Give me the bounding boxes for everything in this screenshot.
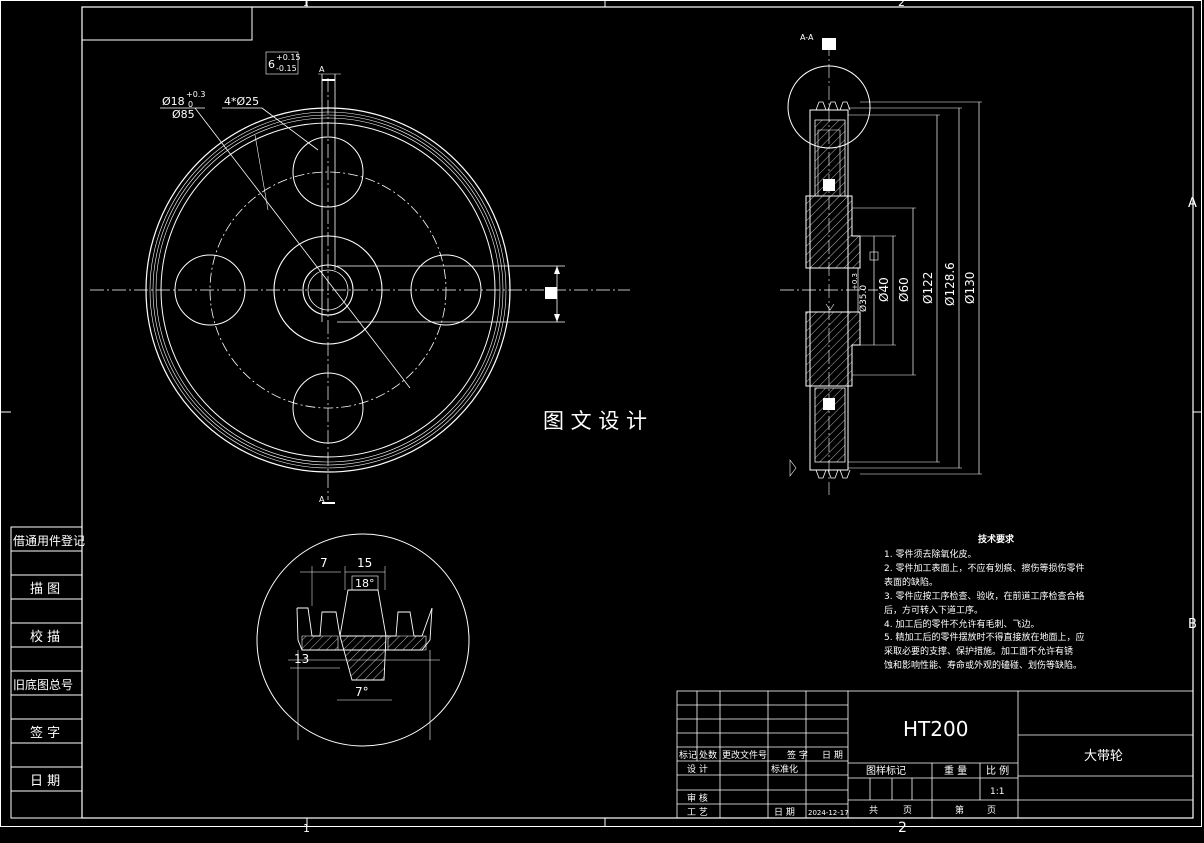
tech-req-line: 后，方可转入下道工序。 [884, 604, 983, 616]
strip-old-number: 旧底图总号 [13, 677, 73, 692]
front-view [90, 51, 630, 504]
strip-date: 日 期 [30, 774, 60, 789]
dim-d128: Ø128.6 [943, 262, 957, 306]
dim-holes: 4*Ø25 [224, 95, 259, 108]
part-name: 大带轮 [1084, 749, 1123, 764]
detail-d2: 15 [357, 556, 372, 570]
tech-req-line: 2. 零件加工表面上，不应有划痕、擦伤等损伤零件 [884, 562, 1084, 574]
dim-keyway-tol-upper: +0.15 [276, 53, 301, 62]
detail-d1: 7 [320, 556, 328, 570]
process-label: 工 艺 [687, 807, 708, 818]
title-block [676, 690, 1194, 819]
sheet-label: 第 [955, 804, 964, 816]
zone-bottom-2: 2 [898, 820, 907, 836]
stage-mark-label: 图样标记 [866, 764, 906, 777]
section-label-bottom: A [319, 495, 325, 504]
dim-hub-tol: +0.3 [851, 273, 859, 290]
dim-d130: Ø130 [963, 272, 977, 304]
zone-right-a: A [1188, 196, 1197, 211]
detail-d3: 13 [294, 652, 309, 666]
zone-bottom-1: 1 [303, 822, 310, 835]
tech-req-lines: 1. 零件须去除氧化皮。 2. 零件加工表面上，不应有划痕、擦伤等损伤零件 表面… [884, 548, 1084, 671]
dim-pcd: Ø85 [172, 108, 195, 121]
tech-req-line: 5. 精加工后的零件摆放时不得直接放在地面上，应 [884, 631, 1084, 643]
detail-angle1: 18° [355, 577, 375, 590]
dim-hub-bore: Ø35.0 [858, 285, 869, 312]
total-label: 共 [869, 805, 878, 816]
rev-header-sign: 签 字 [787, 749, 808, 761]
rev-header-count: 处数 [699, 749, 717, 761]
strip-register: 借通用件登记 [13, 533, 85, 548]
strip-trace: 描 图 [30, 582, 60, 597]
rev-header-date: 日 期 [822, 750, 843, 761]
tech-req-line: 4. 加工后的零件不允许有毛刺、飞边。 [884, 618, 1039, 630]
scale-value: 1:1 [990, 787, 1004, 797]
dim-d60: Ø60 [897, 277, 911, 302]
dim-d40: Ø40 [877, 277, 891, 302]
standardize-label: 标准化 [771, 763, 798, 775]
design-label: 设 计 [687, 763, 708, 775]
date-label: 日 期 [774, 807, 795, 818]
tech-req-line: 蚀和影响性能、寿命或外观的磕碰、划伤等缺陷。 [884, 659, 1082, 671]
tech-req-line: 表面的缺陷。 [884, 576, 938, 588]
zone-top-2: 2 [898, 0, 905, 9]
date-value: 2024-12-17 [808, 809, 849, 817]
tech-req-line: 3. 零件应按工序检查、验收，在前道工序检查合格 [884, 590, 1084, 602]
sheet-page-unit: 页 [987, 805, 996, 816]
strip-sign: 签 字 [30, 725, 60, 741]
scale-label: 比 例 [986, 764, 1009, 777]
material: HT200 [903, 717, 968, 741]
rev-header-mark: 标记 [679, 749, 697, 761]
section-view [780, 38, 982, 495]
weight-label: 重 量 [944, 764, 967, 777]
left-strip [10, 526, 83, 819]
dim-d122: Ø122 [921, 272, 935, 304]
section-title: A-A [800, 33, 814, 42]
detail-angle2: 7° [355, 685, 369, 699]
dim-keyway-width: 6 [268, 58, 275, 71]
dim-bore: Ø18 [162, 95, 185, 108]
dim-keyway-tol-lower: -0.15 [276, 64, 297, 73]
strip-check: 校 描 [30, 629, 60, 645]
tech-req-title: 技术要求 [978, 533, 1015, 545]
zone-right-b: B [1188, 617, 1197, 632]
total-page-unit: 页 [903, 805, 912, 816]
zone-top-1: 1 [303, 0, 309, 9]
revision-headers: 标记 处数 更改文件号 签 字 日 期 [679, 749, 843, 761]
dim-bore-tol-lower: 0 [188, 100, 193, 109]
sheet-frame [0, 0, 1202, 827]
section-label-top: A [319, 65, 325, 74]
tech-req-line: 1. 零件须去除氧化皮。 [884, 548, 976, 560]
watermark: 图 文 设 计 [543, 409, 647, 433]
dim-bore-tol-upper: +0.3 [186, 90, 205, 99]
tech-req-line: 采取必要的支撑、保护措施。加工面不允许有锈 [884, 645, 1073, 657]
review-label: 审 核 [687, 792, 708, 804]
rev-header-docno: 更改文件号 [722, 749, 767, 761]
detail-view [256, 533, 470, 747]
